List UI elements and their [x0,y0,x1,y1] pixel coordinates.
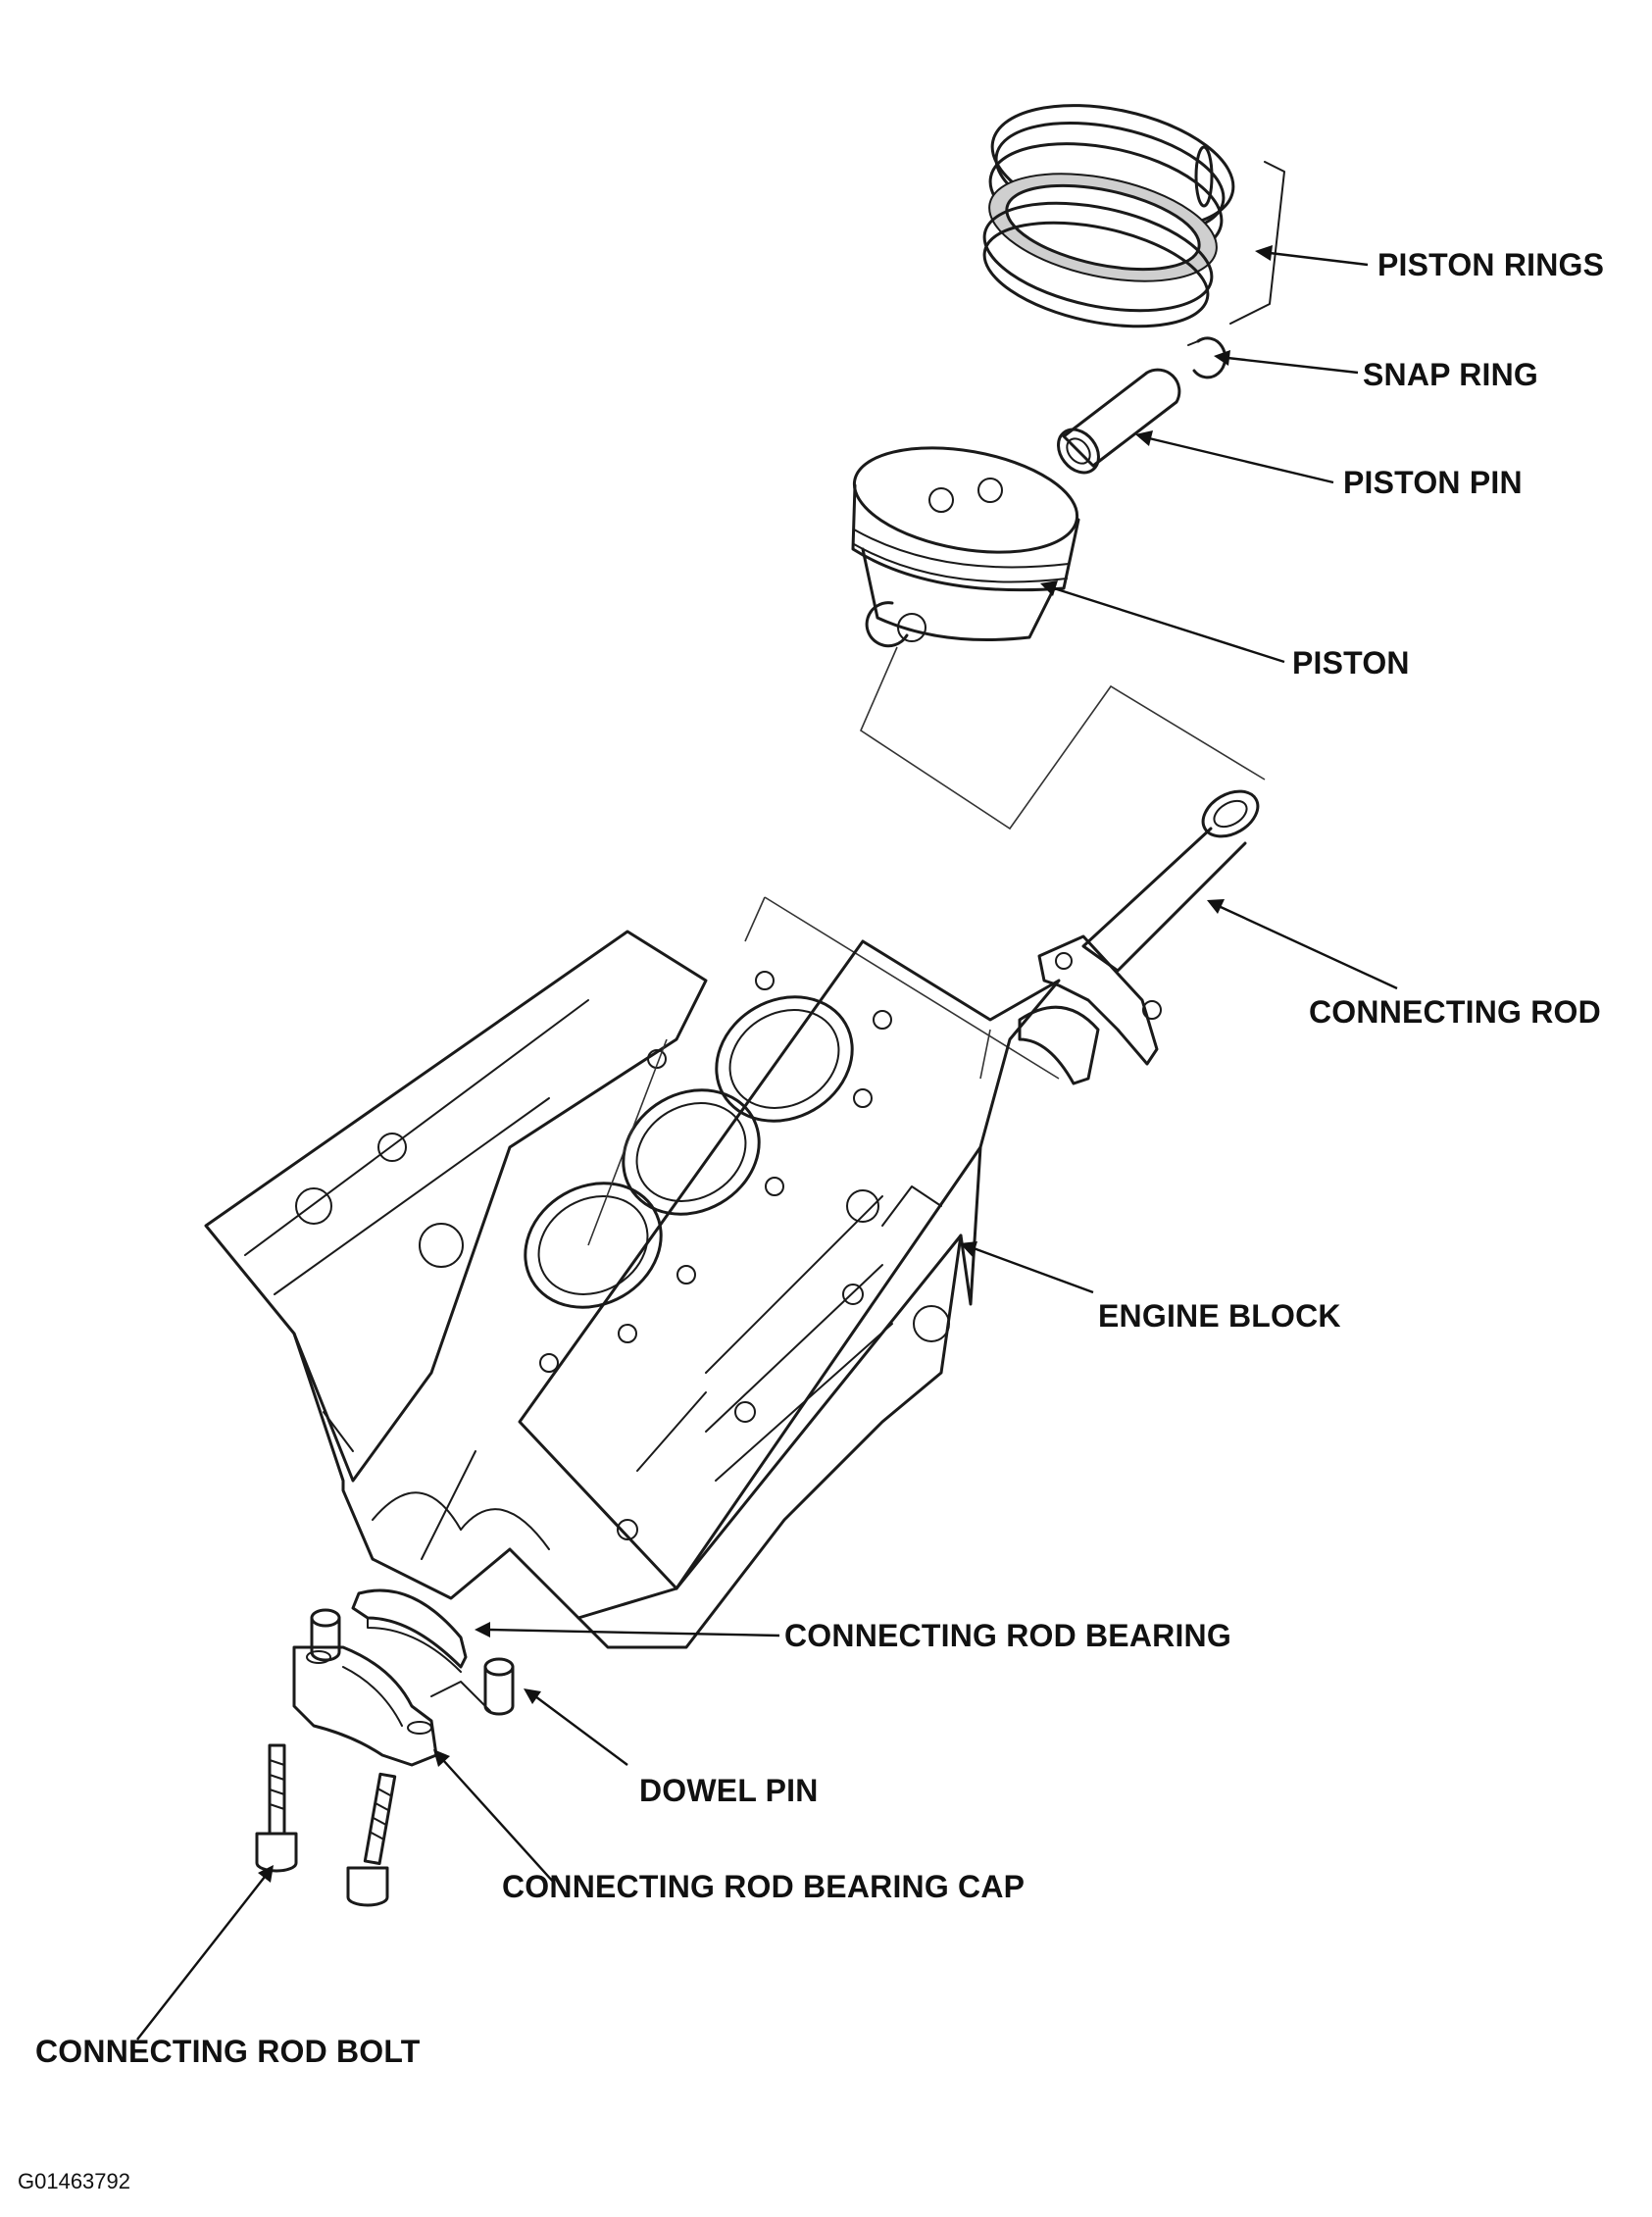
dowel-pin-drawing [310,1608,515,1716]
label-piston-rings: PISTON RINGS [1377,247,1605,282]
label-connecting-rod: CONNECTING ROD [1309,994,1601,1030]
alignment-lines [744,646,1266,1080]
connecting-rod-drawing [1018,789,1260,1085]
connecting-rod-bearing-cap-drawing [292,1645,438,1767]
label-connecting-rod-bolt: CONNECTING ROD BOLT [35,2034,421,2069]
label-engine-block: ENGINE BLOCK [1098,1298,1341,1334]
label-piston: PISTON [1292,645,1410,680]
snap-ring-lower-drawing [865,601,909,648]
leader-lines [136,245,1398,2041]
engine-block-drawing [204,930,1061,1649]
label-piston-pin: PISTON PIN [1343,465,1523,500]
figure-code: G01463792 [18,2169,130,2193]
piston-drawing [851,446,1080,642]
connecting-rod-bolt-drawing [255,1743,397,1907]
piston-rings-drawing [982,104,1285,328]
label-connecting-rod-bearing: CONNECTING ROD BEARING [784,1618,1231,1653]
piston-pin-drawing [1057,368,1181,475]
label-dowel-pin: DOWEL PIN [639,1773,819,1808]
label-connecting-rod-bearing-cap: CONNECTING ROD BEARING CAP [502,1869,1026,1904]
connecting-rod-bearing-drawing [351,1450,476,1673]
label-snap-ring: SNAP RING [1363,357,1539,392]
